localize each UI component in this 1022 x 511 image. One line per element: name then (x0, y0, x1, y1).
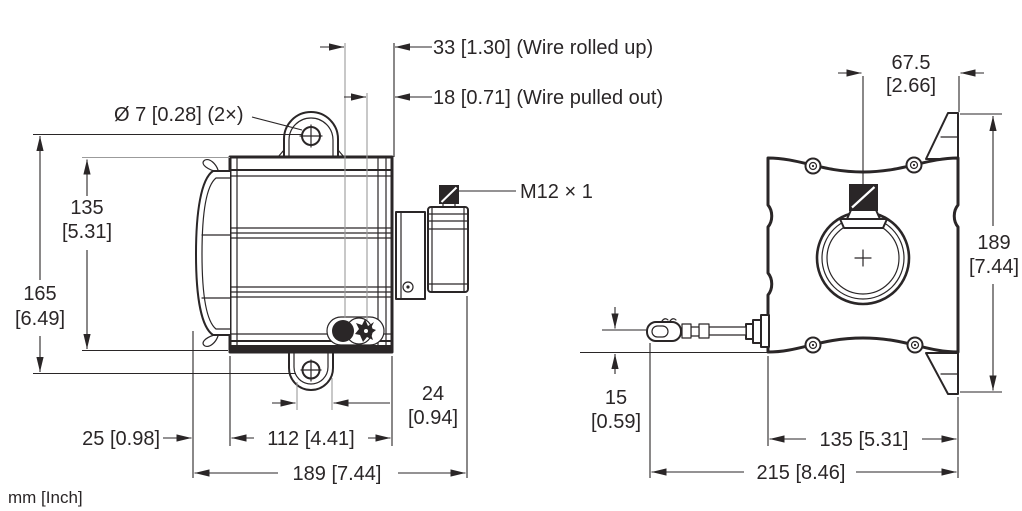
screw (804, 157, 822, 175)
dim-body-height-mm: 135 (70, 197, 103, 219)
cap-tab-bottom (202, 334, 219, 347)
label-connector-thread: M12 × 1 (520, 181, 593, 203)
dim-lug-span-mm: 165 (23, 283, 56, 305)
screw (906, 336, 924, 354)
extension-lines (580, 76, 1002, 478)
corner-flaps (925, 112, 959, 395)
dimension-lines (611, 69, 997, 476)
wire-rod (708, 326, 747, 336)
dim-overall-length: 189 [7.44] (293, 463, 382, 485)
dim-body-height-inch: [5.31] (62, 221, 112, 243)
wire-exit-hole (332, 320, 354, 342)
bottom-mounting-lug (288, 351, 334, 391)
front-connector (839, 184, 888, 229)
extension-lines (33, 43, 468, 478)
dim-mount-hole-diameter: Ø 7 [0.28] (2×) (114, 104, 244, 126)
dim-overall-width: 215 [8.46] (757, 462, 846, 484)
dim-lug-width-inch: [0.94] (408, 407, 458, 429)
plate-screws (804, 156, 924, 354)
screw (804, 336, 822, 354)
dim-lug-span-inch: [6.49] (15, 308, 65, 330)
top-mounting-lug (277, 111, 345, 158)
dim-connector-offset-inch: [2.66] (886, 75, 936, 97)
dim-cap-length: 25 [0.98] (82, 428, 160, 450)
dim-wire-offset-inch: [0.59] (591, 411, 641, 433)
measuring-wire (646, 314, 770, 348)
end-cap (195, 159, 231, 347)
drum-center-cross (854, 249, 872, 267)
side-view: 33 [1.30] (Wire rolled up) 18 [0.71] (Wi… (15, 37, 663, 485)
screw (905, 156, 923, 174)
dim-wire-rolled-up: 33 [1.30] (Wire rolled up) (433, 37, 653, 59)
dim-plate-height-mm: 189 (977, 232, 1010, 254)
dimension-lines (36, 43, 466, 477)
hole-leader-line (251, 116, 303, 131)
dim-plate-width: 135 [5.31] (820, 429, 909, 451)
units-note: mm [Inch] (8, 488, 83, 507)
wire-outlet (326, 316, 385, 346)
dim-lug-width-mm: 24 (422, 383, 444, 405)
dim-wire-pulled-out: 18 [0.71] (Wire pulled out) (433, 87, 663, 109)
dim-wire-offset-mm: 15 (605, 387, 627, 409)
dim-body-length: 112 [4.41] (267, 428, 354, 450)
connector-assembly (395, 185, 469, 300)
cap-tab-top (202, 159, 219, 172)
front-view: 67.5 [2.66] 189 [7.44] 15 [0.59] 135 [5.… (580, 52, 1019, 484)
extension-line (296, 378, 333, 410)
dim-connector-offset-mm: 67.5 (892, 52, 931, 74)
dim-plate-height-inch: [7.44] (969, 256, 1019, 278)
